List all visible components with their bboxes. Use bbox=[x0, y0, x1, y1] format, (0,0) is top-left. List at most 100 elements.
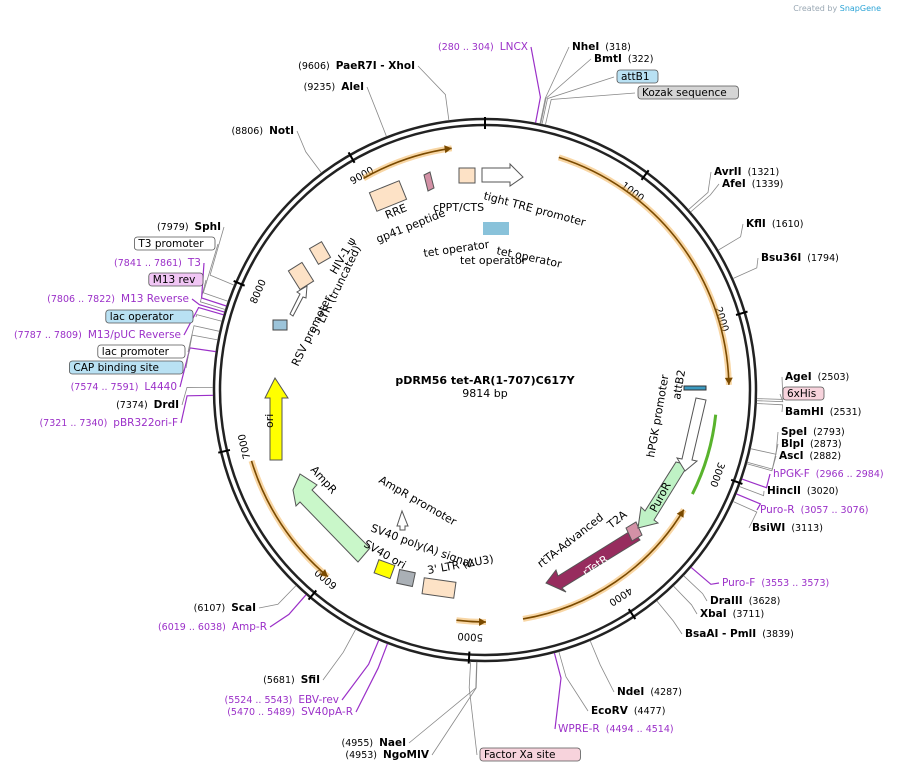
tick-label-7000: 7000 bbox=[237, 433, 254, 460]
leader-LNCX bbox=[530, 46, 542, 123]
sv40-ori-box[interactable] bbox=[373, 559, 396, 580]
attb2-box[interactable] bbox=[683, 385, 707, 391]
site-LNCX[interactable]: (280 .. 304)LNCX bbox=[438, 41, 528, 53]
site-AleI[interactable]: (9235)AleI bbox=[304, 81, 364, 93]
rsv-promoter-arrow[interactable] bbox=[289, 285, 308, 317]
ampr-arrow[interactable] bbox=[292, 473, 371, 563]
rre-box[interactable] bbox=[368, 180, 408, 212]
site-EBVrev[interactable]: (5524 .. 5543)EBV-rev bbox=[225, 694, 340, 706]
rsv-box[interactable] bbox=[272, 319, 288, 331]
leader-lines bbox=[179, 46, 784, 756]
site-KflI[interactable]: KflI(1610) bbox=[746, 218, 803, 230]
site-PaeR7I[interactable]: (9606)PaeR7I - XhoI bbox=[298, 60, 415, 72]
ori-arrow[interactable] bbox=[264, 376, 289, 461]
hiv-psi-box[interactable] bbox=[308, 241, 332, 265]
ltr3-box[interactable] bbox=[421, 577, 457, 599]
ampr-promoter-arrow[interactable] bbox=[396, 509, 409, 531]
site-ScaI[interactable]: (6107)ScaI bbox=[194, 602, 256, 614]
site-SV40pAR[interactable]: (5470 .. 5489)SV40pA-R bbox=[227, 706, 353, 718]
site-PuroR_p[interactable]: Puro-R(3057 .. 3076) bbox=[760, 504, 868, 516]
site-AfeI[interactable]: AfeI(1339) bbox=[722, 178, 783, 190]
site-DrdI[interactable]: (7374)DrdI bbox=[116, 399, 179, 411]
site-M13pUC[interactable]: (7787 .. 7809)M13/pUC Reverse bbox=[14, 329, 181, 341]
site-SpeI[interactable]: SpeI(2793) bbox=[781, 426, 845, 438]
site-AscI[interactable]: AscI(2882) bbox=[779, 450, 841, 462]
site-WPRER[interactable]: WPRE-R(4494 .. 4514) bbox=[558, 723, 674, 735]
leader-AfeI bbox=[690, 183, 720, 213]
label-AgeI: AgeI(2503) bbox=[785, 371, 849, 383]
feature-label-CAP: CAP binding site bbox=[73, 362, 159, 374]
site-SphI[interactable]: (7979)SphI bbox=[157, 221, 221, 233]
puror-region-arc[interactable] bbox=[691, 414, 718, 495]
site-NheI[interactable]: NheI(318) bbox=[572, 41, 631, 53]
site-EcoRV[interactable]: EcoRV(4477) bbox=[591, 705, 665, 717]
attb2-label: attB2 bbox=[670, 369, 688, 401]
site-BmtI[interactable]: BmtI(322) bbox=[594, 53, 653, 65]
site-NotI[interactable]: (8806)NotI bbox=[231, 125, 294, 137]
tick-5000 bbox=[467, 651, 471, 664]
orf-left-line[interactable] bbox=[250, 460, 329, 578]
site-T3[interactable]: (7841 .. 7861)T3 bbox=[114, 257, 201, 269]
ori-label: ori bbox=[263, 414, 276, 428]
ltr5-box[interactable] bbox=[287, 261, 315, 291]
site-attB1[interactable]: attB1 bbox=[616, 69, 659, 84]
leader-M13rev bbox=[199, 279, 226, 310]
gp41-peptide-shape[interactable] bbox=[423, 171, 435, 192]
site-FactorXa[interactable]: Factor Xa site bbox=[479, 747, 581, 762]
site-SfiI[interactable]: (5681)SfiI bbox=[263, 674, 320, 686]
leader-PuroR_p bbox=[736, 493, 762, 511]
site-L4440[interactable]: (7574 .. 7591)L4440 bbox=[71, 381, 177, 393]
site-DraIII[interactable]: DraIII(3628) bbox=[710, 595, 780, 607]
hpgk-promoter-arrow[interactable] bbox=[675, 397, 707, 472]
site-AvrII[interactable]: AvrII(1321) bbox=[714, 166, 779, 178]
site-PuroF[interactable]: Puro-F(3553 .. 3573) bbox=[722, 577, 829, 589]
orf-right-line[interactable] bbox=[558, 156, 730, 385]
label-LNCX: (280 .. 304)LNCX bbox=[438, 41, 528, 53]
rtetr-arrow[interactable] bbox=[545, 529, 641, 593]
snapgene-logo[interactable]: SnapGene bbox=[839, 4, 881, 13]
leader-NheI bbox=[539, 46, 570, 124]
site-BlpI[interactable]: BlpI(2873) bbox=[781, 438, 842, 450]
site-NgoMIV[interactable]: (4953)NgoMIV bbox=[345, 749, 429, 761]
orf-top-left-head bbox=[444, 145, 452, 154]
label-AvrII: AvrII(1321) bbox=[714, 166, 779, 178]
leader-T3prom bbox=[202, 243, 229, 302]
site-BamHI[interactable]: BamHI(2531) bbox=[785, 406, 861, 418]
tick-label-3000: 3000 bbox=[707, 461, 726, 489]
site-NaeI[interactable]: (4955)NaeI bbox=[342, 737, 407, 749]
site-lacop[interactable]: lac operator bbox=[105, 309, 194, 324]
site-BsaAI[interactable]: BsaAI - PmlI(3839) bbox=[685, 628, 794, 640]
leader-HincII bbox=[739, 486, 765, 497]
site-CAP[interactable]: CAP binding site bbox=[69, 360, 184, 375]
site-His[interactable]: 6xHis bbox=[782, 386, 825, 401]
label-HincII: HincII(3020) bbox=[767, 485, 839, 497]
orf-lower-right-line[interactable] bbox=[522, 509, 685, 620]
orf-top-left-line[interactable] bbox=[363, 147, 452, 180]
sv40-polya-box[interactable] bbox=[396, 568, 416, 588]
site-XbaI[interactable]: XbaI(3711) bbox=[700, 608, 764, 620]
site-M13Rev[interactable]: (7806 .. 7822)M13 Reverse bbox=[47, 293, 189, 305]
tet-operator-block[interactable] bbox=[483, 222, 510, 235]
orf-arcs bbox=[248, 145, 733, 627]
site-pBR322[interactable]: (7321 .. 7340)pBR322ori-F bbox=[39, 417, 178, 429]
site-NdeI[interactable]: NdeI(4287) bbox=[617, 686, 682, 698]
site-AgeI[interactable]: AgeI(2503) bbox=[785, 371, 849, 383]
site-BsiWI[interactable]: BsiWI(3113) bbox=[752, 522, 823, 534]
site-Kozak[interactable]: Kozak sequence bbox=[637, 85, 739, 100]
puror-arrow[interactable] bbox=[637, 461, 689, 529]
plasmid-title: pDRM56 tet-AR(1-707)C617Y 9814 bp bbox=[395, 374, 575, 400]
site-AmpR_p[interactable]: (6019 .. 6038)Amp-R bbox=[158, 621, 267, 633]
tick-4000 bbox=[627, 608, 637, 620]
leader-EBVrev bbox=[341, 640, 380, 701]
site-hPGKF[interactable]: hPGK-F(2966 .. 2984) bbox=[773, 468, 884, 480]
label-PuroF: Puro-F(3553 .. 3573) bbox=[722, 577, 829, 589]
site-M13rev[interactable]: M13 rev bbox=[148, 272, 204, 287]
leader-SpeI bbox=[750, 431, 779, 455]
site-T3prom[interactable]: T3 promoter bbox=[133, 236, 216, 251]
tight-tre-promoter-arrow[interactable] bbox=[481, 162, 524, 187]
site-HincII[interactable]: HincII(3020) bbox=[767, 485, 839, 497]
site-Bsu36I[interactable]: Bsu36I(1794) bbox=[761, 252, 839, 264]
site-lacprom[interactable]: lac promoter bbox=[97, 344, 186, 359]
tet-operator-label-3: tet operator bbox=[460, 254, 527, 267]
cppt-box[interactable] bbox=[458, 167, 476, 184]
